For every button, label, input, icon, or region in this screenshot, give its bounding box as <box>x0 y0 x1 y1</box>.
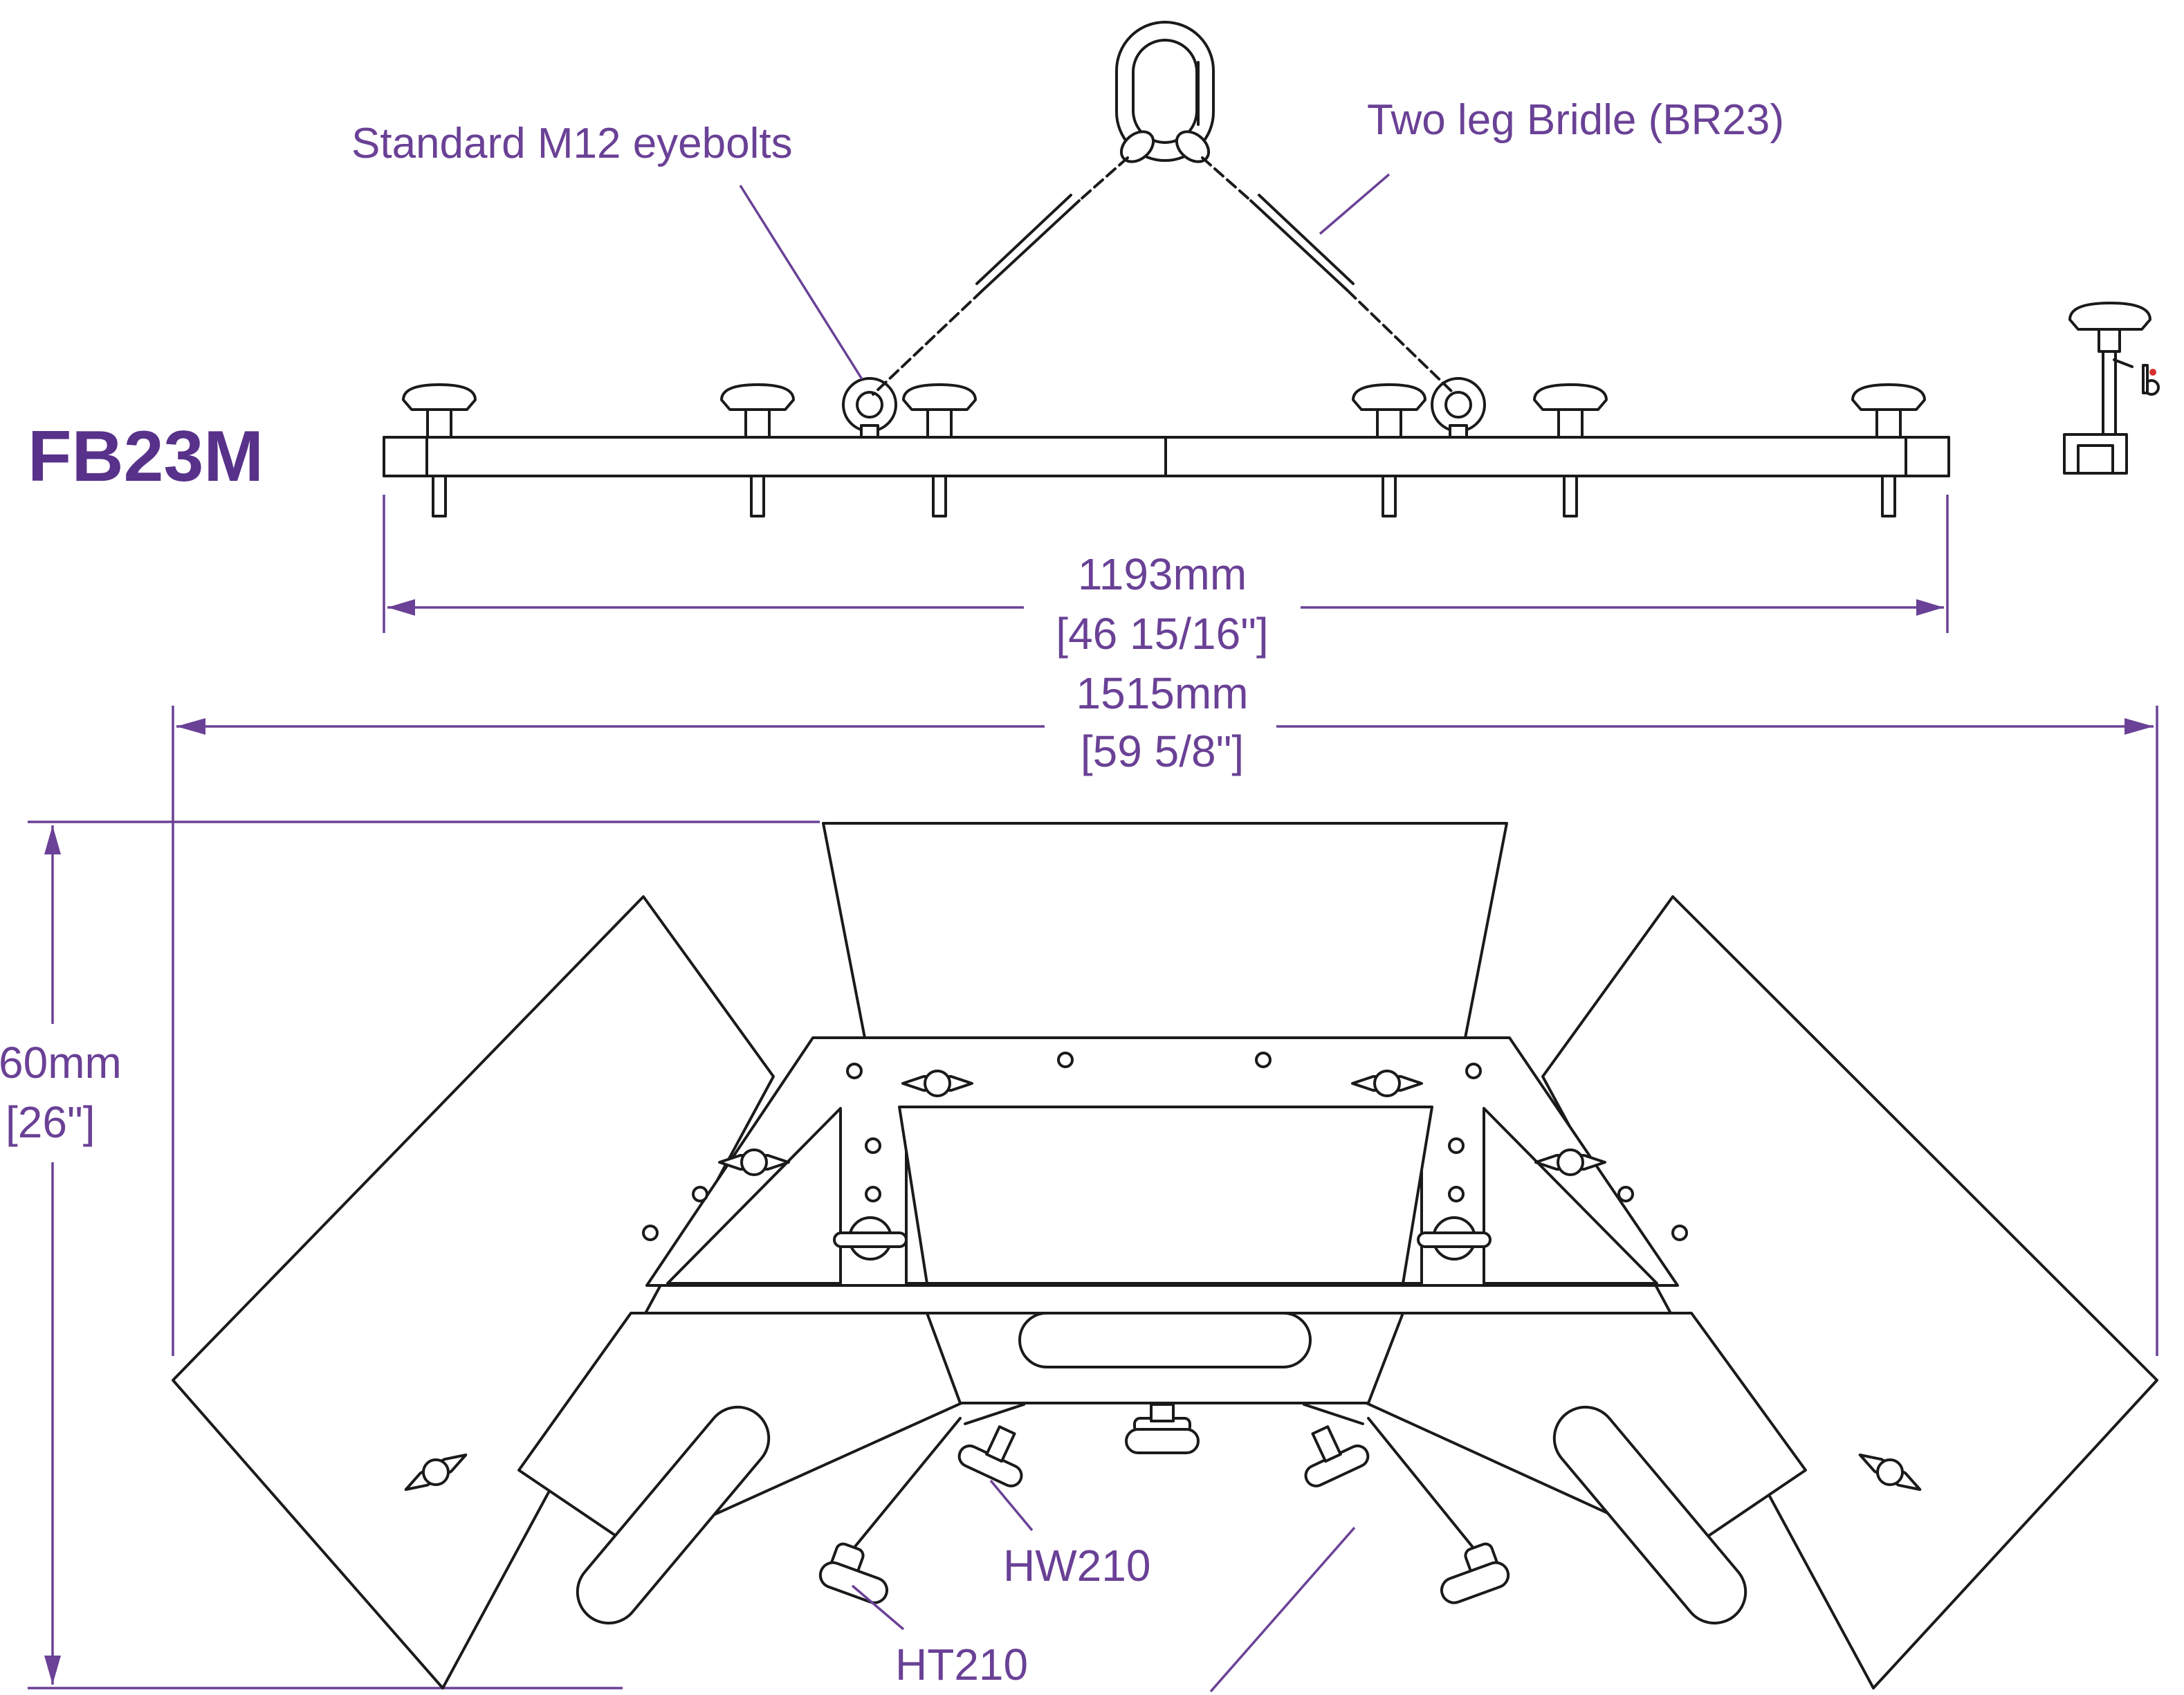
plan-view: HW210 HT210 <box>172 822 2158 1693</box>
hw210-label: HW210 <box>1003 1541 1150 1591</box>
speaker-left <box>172 895 775 1689</box>
left-slot <box>576 1405 771 1625</box>
wing-knob-4 <box>1534 1148 1606 1176</box>
pin-latch-left <box>833 1216 908 1261</box>
dimension-1193-mm: 1193mm <box>1078 549 1247 599</box>
ht210-label: HT210 <box>895 1640 1028 1689</box>
hw210-knob-center <box>1125 1403 1200 1454</box>
side-elevation: Standard M12 eyebolts Two leg Bridle (BR… <box>351 21 1950 517</box>
center-slot <box>1018 1312 1312 1368</box>
bridle-leg-right <box>1201 156 1456 396</box>
bar-end-cap-right <box>1905 436 1950 477</box>
master-link <box>1115 21 1215 162</box>
hw210-knob-right <box>1304 1425 1370 1487</box>
speaker-top <box>822 822 1508 1039</box>
clamp-knob-2 <box>720 383 795 517</box>
wing-knob-2 <box>1351 1070 1423 1097</box>
dimension-depth: 60mm [26"] <box>0 821 820 1689</box>
bridle-label: Two leg Bridle (BR23) <box>1367 96 1784 144</box>
wing-knob-5 <box>404 1454 468 1491</box>
wing-knob-1 <box>901 1070 973 1097</box>
ht210-handle-left <box>818 1542 889 1604</box>
clamp-knob-5 <box>1533 383 1608 517</box>
wing-knob-6 <box>1858 1454 1922 1491</box>
bar-end-cap-left <box>383 436 428 477</box>
dimension-depth-in: [26"] <box>6 1097 95 1147</box>
mounting-holes <box>642 1052 1688 1241</box>
clamp-knob-3 <box>902 383 977 517</box>
clamp-knob-6 <box>1851 383 1926 517</box>
eyebolt-right <box>1431 377 1486 439</box>
speaker-right <box>1541 895 2158 1689</box>
hw210-knob-left <box>957 1425 1023 1487</box>
dimension-1515-mm: 1515mm <box>1076 668 1249 718</box>
pin-latch-right <box>1417 1216 1492 1261</box>
clamp-side-detail <box>2063 302 2160 475</box>
eyebolt-left <box>842 377 897 439</box>
dimension-depth-mm: 60mm <box>0 1038 122 1088</box>
dimension-1515-in: [59 5/8"] <box>1081 726 1244 776</box>
right-slot <box>1552 1405 1747 1625</box>
dimension-1193-in: [46 15/16"] <box>1056 609 1268 659</box>
model-title: FB23M <box>28 416 264 497</box>
dimension-1193: 1193mm [46 15/16"] <box>383 495 1949 659</box>
clamp-knob-1 <box>402 383 477 517</box>
dimension-1515: 1515mm [59 5/8"] <box>172 668 2158 1356</box>
clamp-knob-4 <box>1352 383 1426 517</box>
ht210-handle-right <box>1440 1542 1510 1604</box>
eyebolts-label: Standard M12 eyebolts <box>351 120 793 167</box>
bridle-leg-left <box>872 156 1129 396</box>
wing-knob-3 <box>718 1148 790 1176</box>
